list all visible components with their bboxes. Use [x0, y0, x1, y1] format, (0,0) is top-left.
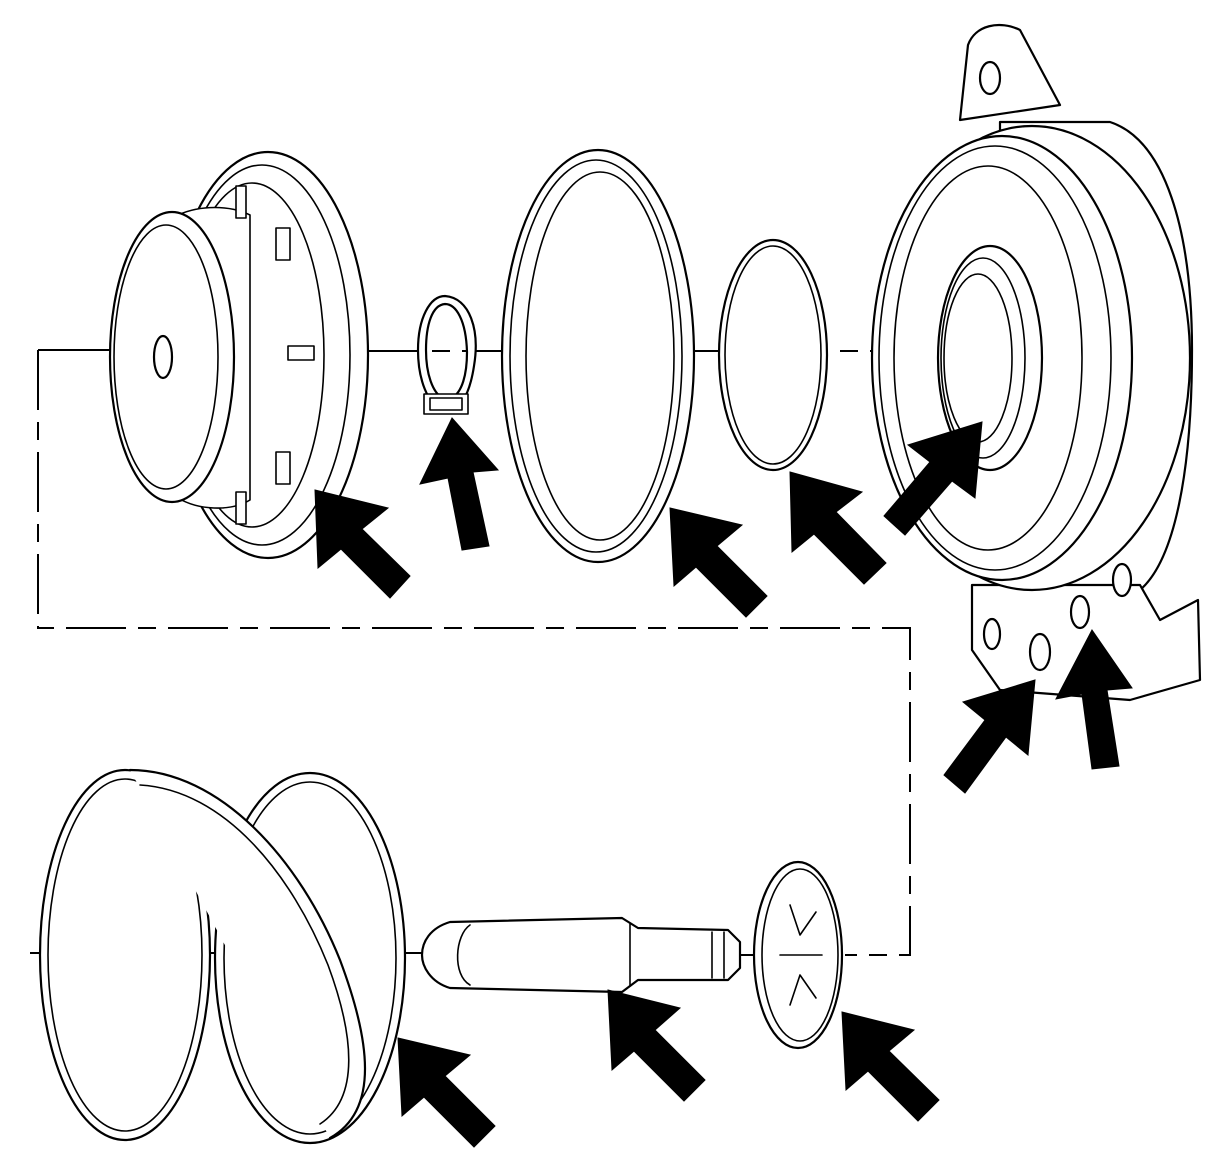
callout-arrows [314, 417, 1133, 1148]
push-rod-icon [420, 916, 742, 994]
callout-arrow-9 [607, 989, 706, 1102]
retainer-washer-icon [752, 860, 844, 1050]
callout-arrow-5 [883, 421, 983, 536]
callout-arrow-2 [419, 417, 500, 551]
callout-arrow-10 [841, 1011, 940, 1122]
return-spring-icon [38, 768, 407, 1145]
o-ring-icon [717, 238, 829, 472]
callout-arrow-4 [789, 471, 887, 585]
callout-arrow-8 [397, 1037, 496, 1148]
large-seal-ring-icon [500, 148, 696, 564]
piston-cup-housing-icon [108, 150, 370, 560]
callout-arrow-1 [314, 489, 411, 599]
snap-ring-icon [416, 294, 477, 415]
callout-arrow-3 [669, 507, 768, 618]
callout-arrow-7 [1055, 629, 1133, 770]
servo-housing-icon [870, 23, 1202, 702]
callout-arrow-6 [943, 679, 1036, 794]
